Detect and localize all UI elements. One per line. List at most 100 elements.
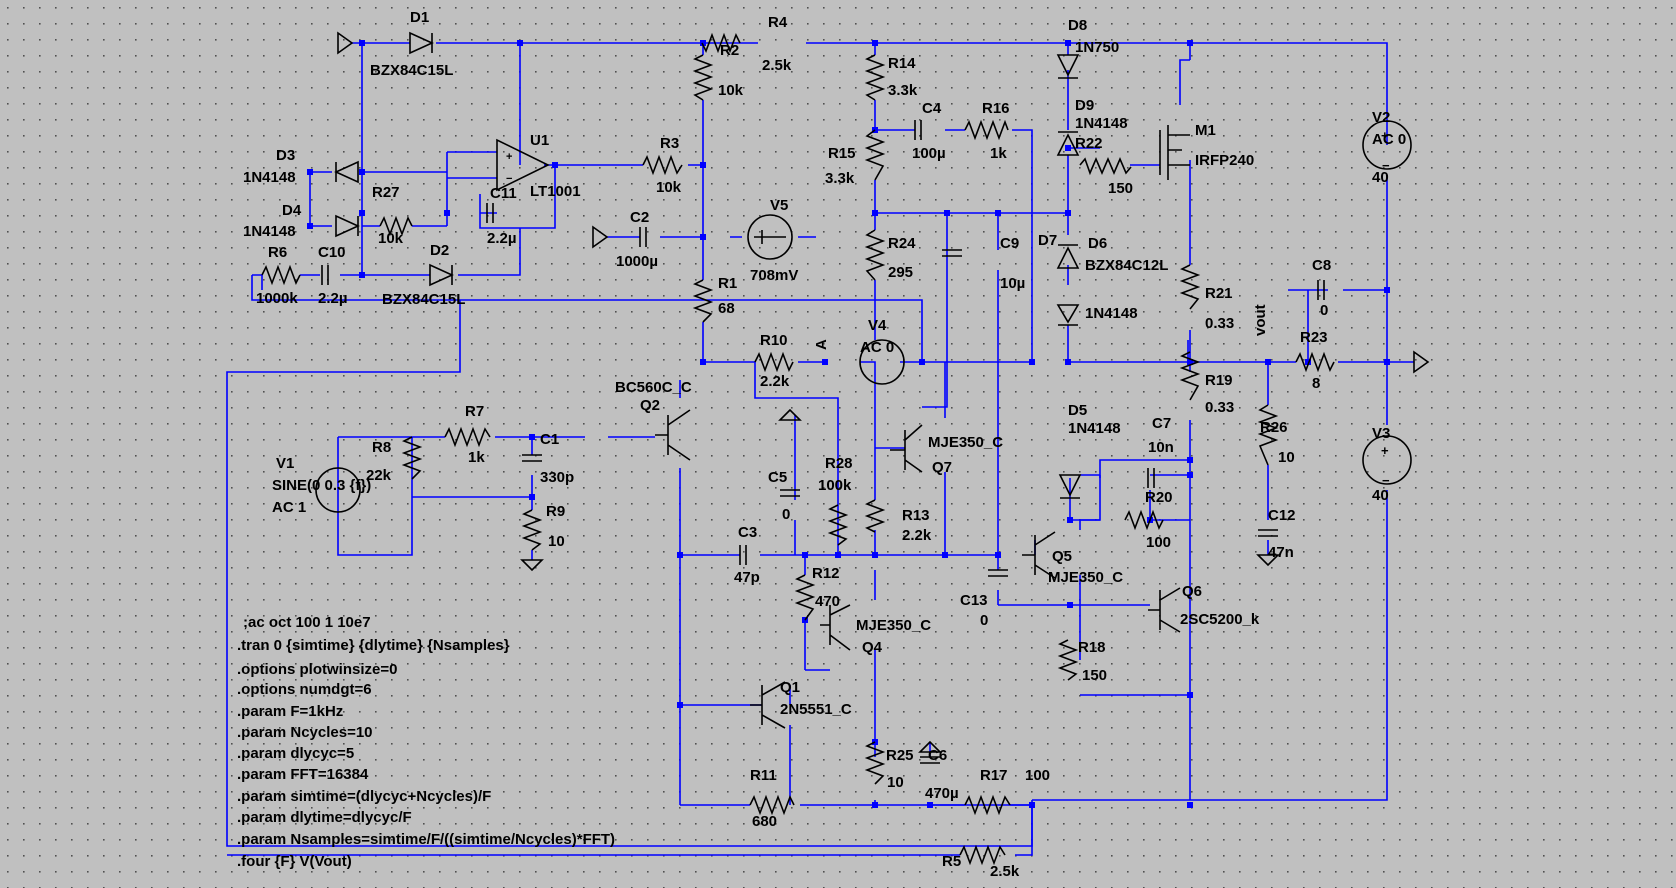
label-d6-value: BZX84C12L [1085,257,1168,274]
r19-symbol [1179,351,1201,401]
label-c4-value: 100µ [912,145,946,162]
directive-line: .param Ncycles=10 [237,724,373,741]
q7-symbol [890,424,923,473]
label-v2-volt: 40 [1372,169,1389,186]
r7-symbol [444,426,491,448]
c1-symbol [522,454,542,462]
label-c12-id: C12 [1268,507,1296,524]
d5-symbol [1058,474,1082,499]
d6-1n4148-symbol [1056,304,1080,326]
label-c5-value: 0 [782,506,790,523]
label-c7-value: 10n [1148,439,1174,456]
r10-symbol [754,351,794,373]
label-r28-value: 100k [818,477,852,494]
r13-symbol [864,499,886,533]
label-d9-id: D9 [1075,97,1094,114]
c13-symbol [988,569,1008,577]
r18-symbol [1057,639,1079,681]
net-label-vout: vout [1252,304,1269,336]
ground-flag-c2 [592,225,609,249]
c2-symbol [639,227,647,247]
label-c9-value: 10µ [1000,275,1025,292]
c7-symbol [1147,468,1155,488]
label-c8-id: C8 [1312,257,1331,274]
ground-flag-left [337,31,354,55]
label-q1-id: Q1 [780,679,800,696]
label-c3-id: C3 [738,524,757,541]
label-r1-value: 68 [718,300,735,317]
directive-line: .param F=1kHz [237,703,343,720]
r27-symbol [379,215,413,237]
net-label-a: A [813,339,830,350]
ground-c12 [1256,554,1280,567]
spice-directives: ;ac oct 100 1 10e7 .tran 0 {simtime} {dl… [237,614,615,870]
label-u1-id: U1 [530,132,549,149]
d8-symbol [1056,54,1080,79]
label-c6-id: C6 [928,747,947,764]
r14-symbol [864,54,886,101]
label-q6-id: Q6 [1182,583,1202,600]
label-v4-value: AC 0 [860,339,894,356]
r6-symbol [261,264,301,286]
label-r13-id: R13 [902,507,930,524]
q1-symbol [750,681,786,729]
label-r1-id: R1 [718,275,737,292]
label-r8-value: 22k [366,467,392,484]
label-r25-value: 10 [887,774,904,791]
r21-symbol [1179,264,1201,310]
label-q2-id: Q2 [640,397,660,414]
output-terminal [1413,350,1430,374]
label-r16-value: 1k [990,145,1007,162]
q5-symbol [1022,531,1056,579]
label-c3-value: 47p [734,569,760,586]
label-d5-id: D5 [1068,402,1087,419]
label-r19-value: 0.33 [1205,399,1234,416]
label-r5-value: 2.5k [990,863,1020,880]
r22-symbol [1079,156,1132,176]
label-r27-id: R27 [372,184,400,201]
label-c9-id: C9 [1000,235,1019,252]
label-r21-id: R21 [1205,285,1233,302]
label-d8-value: 1N750 [1075,39,1119,56]
label-r26-id: R26 [1260,419,1288,436]
label-c12-value: 47n [1268,544,1294,561]
label-d4-value: 1N4148 [243,223,296,240]
label-v1-ac: AC 1 [272,499,306,516]
label-c13-id: C13 [960,592,988,609]
label-r17-value: 100 [1025,767,1050,784]
label-r16-id: R16 [982,100,1010,117]
label-q5-value: MJE350_C [1048,569,1123,586]
r2-symbol [692,54,714,101]
label-d4-id: D4 [282,202,302,219]
label-d2-value: BZX84C15L [382,291,465,308]
label-r20-value: 100 [1146,534,1171,551]
label-v3-value: 40 [1372,487,1389,504]
label-c2-value: 1000µ [616,253,658,270]
label-r12-value: 470 [815,593,840,610]
directive-line: .param dlytime=dlycyc/F [237,809,412,826]
r25-symbol [864,741,886,785]
label-r20-id: R20 [1145,489,1173,506]
label-d9-value: 1N4148 [1075,115,1128,132]
label-v4-id: V4 [868,317,887,334]
label-r27-value: 10k [378,230,404,247]
label-r10-id: R10 [760,332,788,349]
label-r21-value: 0.33 [1205,315,1234,332]
q2-symbol [655,409,691,461]
label-d5-value: 1N4148 [1068,420,1121,437]
v5-symbol [747,214,793,260]
label-v2-id: V2 [1372,109,1390,126]
r5-symbol [959,844,1006,866]
label-c5-id: C5 [768,469,787,486]
label-r3-value: 10k [656,179,682,196]
label-q4-value: MJE350_C [856,617,931,634]
label-r8-id: R8 [372,439,391,456]
directive-line: .four {F} V(Vout) [237,853,352,870]
label-c4-id: C4 [922,100,942,117]
ground-flag-c6 [918,740,942,753]
label-q1-value: 2N5551_C [780,701,852,718]
label-r7-id: R7 [465,403,484,420]
label-r13-value: 2.2k [902,527,932,544]
label-v1-value: SINE(0 0.3 {f}) [272,477,371,494]
